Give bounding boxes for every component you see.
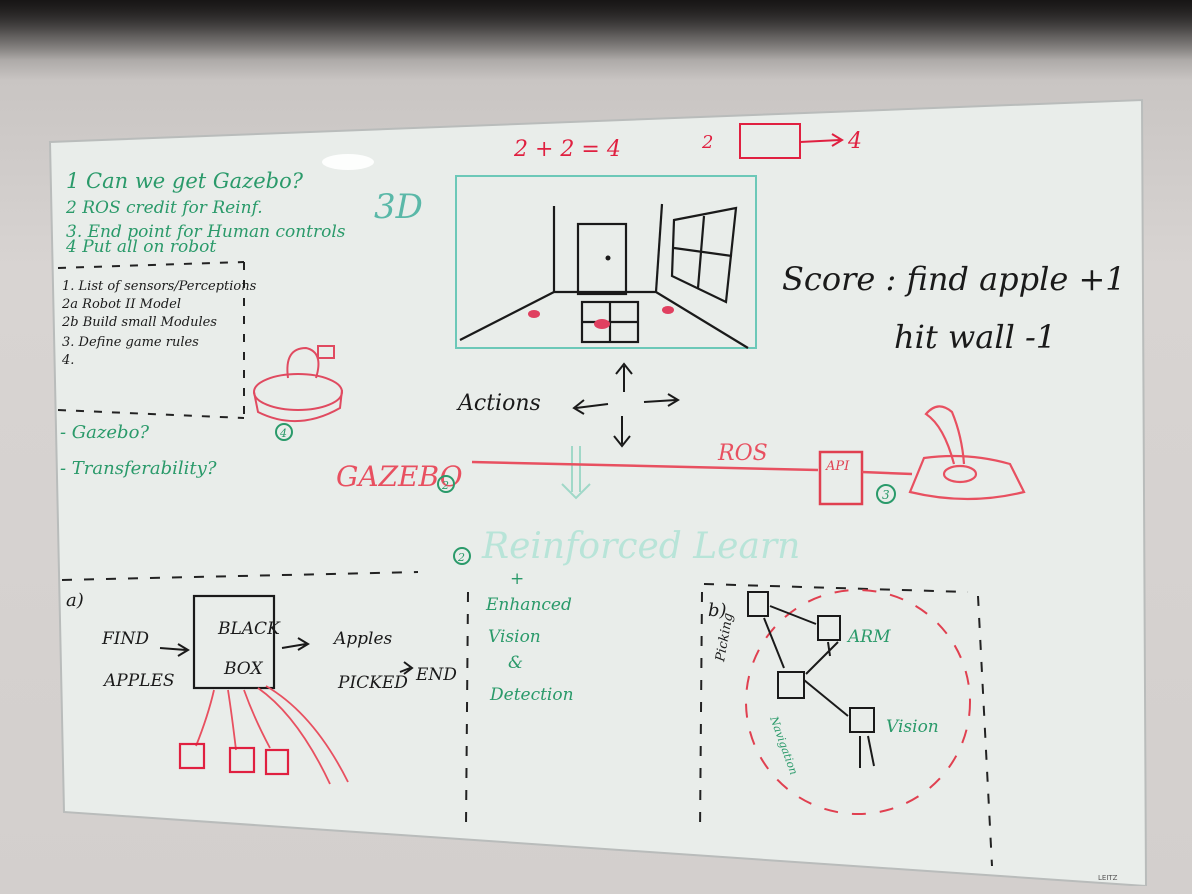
- board-frame: [48, 98, 1148, 886]
- find-apples-line: FIND: [101, 629, 149, 649]
- todo-item: 3. End point for Human controls: [66, 222, 346, 242]
- output-square: [228, 746, 256, 774]
- reinforce-line: Vision: [488, 627, 541, 647]
- scene-3d-frame: [455, 175, 757, 349]
- todo-list: 1 Can we get Gazebo? 2 ROS credit for Re…: [65, 169, 346, 257]
- equation-result: 4: [847, 129, 862, 154]
- apples-picked-line: PICKED: [337, 673, 408, 693]
- flow-b-nodes: [747, 591, 875, 768]
- ros-line: [471, 460, 819, 472]
- arrow-right-icon: [281, 637, 310, 651]
- task-item: 3. Define game rules: [62, 335, 199, 350]
- light-reflection: [322, 154, 374, 170]
- score-line: Score : find apple +1: [782, 260, 1126, 298]
- brand-label: LEITZ: [1098, 874, 1118, 882]
- wall-shadow: [0, 0, 1192, 60]
- question-item: - Transferability?: [60, 458, 217, 479]
- todo-item: 2 ROS credit for Reinf.: [65, 198, 263, 218]
- end-label: END: [415, 665, 457, 685]
- flow-b-node: [777, 671, 805, 699]
- api-num-badge: [876, 484, 896, 504]
- black-box-line: BLACK: [217, 619, 281, 639]
- arm-label: ARM: [846, 627, 891, 647]
- arrow-head-icon: [831, 133, 844, 147]
- scene-3d-label: 3D: [374, 187, 423, 227]
- apple-icon: [594, 319, 610, 329]
- arrow-left-icon: [575, 403, 609, 409]
- flow-b-node: [747, 591, 769, 617]
- black-box: [192, 594, 276, 690]
- flow-b-tag: b): [708, 600, 727, 621]
- arrow-right-icon: [159, 643, 190, 657]
- box-outputs: [195, 685, 349, 785]
- ros-label: ROS: [717, 441, 768, 466]
- reinforce-line: Enhanced: [485, 595, 572, 615]
- reinforce-notes: + Enhanced Vision & Detection: [485, 569, 574, 705]
- task-item: 2a Robot II Model: [61, 297, 181, 312]
- task-divider: [57, 261, 245, 419]
- actions-arrows: [572, 362, 680, 448]
- gazebo-num: 2: [441, 479, 449, 492]
- flow-b-loop: [745, 589, 971, 815]
- reinforce-label: Reinforced Learn: [481, 526, 800, 567]
- equation-right: 2 4: [701, 123, 862, 159]
- equation-two-label: 2: [701, 132, 713, 153]
- gazebo-num-badge: [437, 475, 455, 493]
- flow-b-node: [849, 707, 875, 733]
- todo-item: 4 Put all on robot: [65, 237, 216, 257]
- whiteboard-surface: 1 Can we get Gazebo? 2 ROS credit for Re…: [48, 98, 1148, 886]
- task-item: 2b Build small Modules: [61, 315, 217, 330]
- flow-a-arrows: [159, 637, 414, 675]
- api-link: [861, 470, 913, 476]
- reinforce-num: 2: [457, 551, 465, 564]
- task-item: 1. List of sensors/Perceptions: [62, 279, 257, 294]
- arrow-right-icon: [643, 399, 677, 403]
- reinforce-line: Detection: [489, 685, 574, 705]
- apple-markers: [528, 306, 674, 329]
- task-list: 1. List of sensors/Perceptions 2a Robot …: [61, 279, 257, 368]
- reinforce-num-badge: [453, 547, 471, 565]
- vision-label: Vision: [886, 717, 939, 737]
- flow-a-tag: a): [66, 590, 84, 611]
- apple-icon: [662, 306, 674, 314]
- flow-a: FIND APPLES BLACK BOX Apples PICKED END: [101, 619, 457, 693]
- whiteboard: 1 Can we get Gazebo? 2 ROS credit for Re…: [48, 96, 1148, 886]
- task-item: 4.: [61, 353, 74, 368]
- robot-num-badge: [275, 423, 293, 441]
- robot-sketch-icon: [253, 345, 343, 422]
- todo-item: 1 Can we get Gazebo?: [66, 169, 304, 193]
- output-square: [264, 748, 290, 776]
- apple-icon: [528, 310, 540, 318]
- scene-3d-sketch: [459, 203, 749, 349]
- apples-picked-line: Apples: [332, 629, 393, 649]
- find-apples-line: APPLES: [102, 671, 175, 691]
- output-square: [178, 742, 206, 770]
- faint-arrow-icon: [561, 446, 591, 500]
- output-squares: [178, 742, 290, 776]
- black-box-line: BOX: [223, 659, 263, 679]
- door-knob-icon: [605, 255, 611, 261]
- questions: - Gazebo? - Transferability?: [60, 422, 217, 479]
- equation-left: 2 + 2 = 4: [513, 137, 621, 162]
- joystick-icon: [908, 405, 1026, 501]
- arrow-right-icon: [399, 661, 414, 675]
- section-dividers: [61, 571, 993, 867]
- equation-arrow: [799, 139, 841, 143]
- score-rules: Score : find apple +1 hit wall -1: [782, 260, 1126, 356]
- api-num: 3: [882, 488, 890, 502]
- api-label: API: [825, 459, 850, 474]
- question-item: - Gazebo?: [60, 422, 149, 443]
- flow-b-node: [817, 615, 841, 641]
- robot-num: 4: [279, 427, 287, 440]
- reinforce-plus: +: [510, 569, 524, 589]
- score-line: hit wall -1: [894, 318, 1056, 356]
- actions-label: Actions: [456, 391, 541, 416]
- reinforce-line: &: [508, 653, 523, 673]
- api-box: [818, 450, 864, 506]
